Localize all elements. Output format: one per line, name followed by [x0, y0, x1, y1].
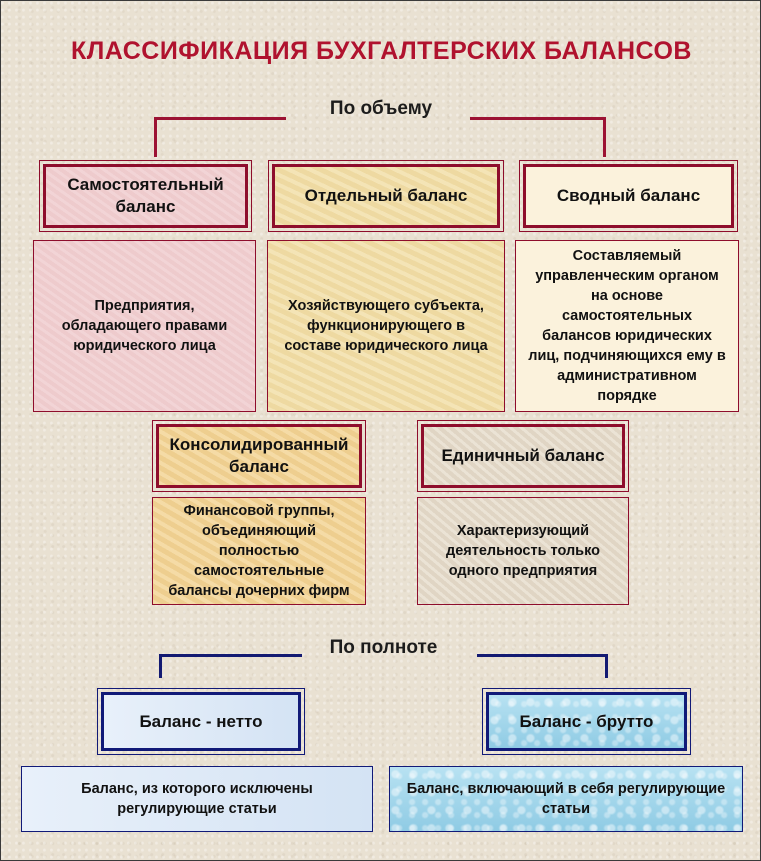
- diagram-title: КЛАССИФИКАЦИЯ БУХГАЛТЕРСКИХ БАЛАНСОВ: [70, 37, 692, 65]
- connector-line: [154, 117, 157, 157]
- connector-line: [470, 117, 606, 120]
- connector-line: [154, 117, 286, 120]
- desc-gross-balance: Баланс, включающий в себя регулирующие с…: [389, 766, 743, 832]
- connector-line: [603, 117, 606, 157]
- connector-line: [605, 654, 608, 678]
- header-separate-balance: Отдельный баланс: [268, 160, 504, 232]
- header-summary-balance: Сводный баланс: [519, 160, 738, 232]
- header-gross-balance: Баланс - брутто: [482, 688, 691, 755]
- header-consolidated-balance: Консолидированный баланс: [152, 420, 366, 492]
- desc-separate-balance: Хозяйствующего субъекта, функционирующег…: [267, 240, 505, 412]
- connector-line: [477, 654, 608, 657]
- section-label-volume: По объему: [329, 98, 433, 119]
- desc-independent-balance: Предприятия, обладающего правами юридиче…: [33, 240, 256, 412]
- header-net-balance: Баланс - нетто: [97, 688, 305, 755]
- desc-net-balance: Баланс, из которого исключены регулирующ…: [21, 766, 373, 832]
- header-single-balance: Единичный баланс: [417, 420, 629, 492]
- connector-line: [159, 654, 162, 678]
- header-independent-balance: Самостоятельный баланс: [39, 160, 252, 232]
- desc-consolidated-balance: Финансовой группы, объединяющий полность…: [152, 497, 366, 605]
- desc-summary-balance: Составляемый управленческим органом на о…: [515, 240, 739, 412]
- section-label-completeness: По полноте: [329, 637, 438, 658]
- desc-single-balance: Характеризующий деятельность только одно…: [417, 497, 629, 605]
- connector-line: [159, 654, 302, 657]
